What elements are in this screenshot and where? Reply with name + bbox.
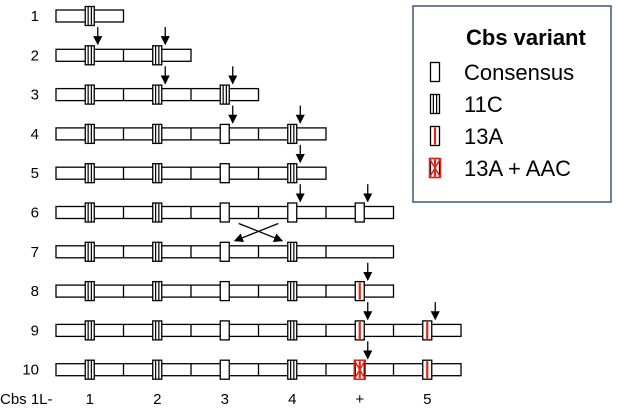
arrows: [93, 27, 440, 360]
marker-11c: [287, 280, 298, 302]
legend-border: [412, 5, 612, 203]
marker-consensus: [219, 241, 230, 262]
marker-11c: [152, 280, 163, 302]
marker-11c: [152, 241, 163, 262]
marker-13a-aac: [353, 359, 366, 380]
row-label: 9: [31, 322, 39, 339]
marker-11c: [84, 280, 95, 302]
legend-item-label: 13A: [464, 124, 503, 149]
x-axis: Cbs 1L- 1 2 3 4 +5: [0, 391, 431, 408]
arrow: [233, 222, 279, 243]
marker-11c: [287, 123, 298, 145]
x-tick-label: 4: [288, 391, 296, 408]
marker-11c: [84, 359, 95, 380]
marker-consensus: [219, 320, 230, 341]
marker-consensus: [219, 359, 230, 380]
marker-11c: [84, 5, 95, 27]
marker-11c: [152, 45, 163, 66]
marker-11c: [84, 202, 95, 223]
row-label: 2: [31, 47, 39, 64]
marker-11c: [429, 93, 441, 115]
construct-row: 9: [31, 320, 462, 341]
marker-13a: [354, 320, 365, 341]
construct-row: 7: [31, 241, 395, 262]
marker-13a-aac: [428, 157, 442, 179]
marker-11c: [152, 163, 163, 184]
marker-11c: [84, 123, 95, 145]
legend-item: 13A + AAC: [428, 156, 571, 181]
legend-item-label: 11C: [464, 92, 503, 117]
marker-consensus: [429, 61, 441, 83]
legend-item-label: 13A + AAC: [464, 156, 571, 181]
marker-11c: [152, 202, 163, 223]
construct-row: 8: [31, 280, 395, 302]
legend-item: Consensus: [429, 60, 574, 85]
legend-item-label: Consensus: [464, 60, 574, 85]
construct-row: 1: [31, 5, 125, 27]
x-tick-label: 5: [423, 391, 431, 408]
legend-item: 11C: [429, 92, 503, 117]
construct-row: 5: [31, 163, 327, 184]
legend-title: Cbs variant: [466, 25, 586, 50]
marker-11c: [84, 320, 95, 341]
x-tick-label: 3: [221, 391, 229, 408]
row-label: 7: [31, 244, 39, 261]
arrow: [238, 222, 284, 243]
construct-row: 2: [31, 45, 192, 66]
construct-row: 3: [31, 84, 260, 105]
legend-item: 13A: [429, 124, 503, 149]
marker-11c: [84, 45, 95, 66]
x-axis-label: Cbs 1L-: [0, 391, 53, 408]
row-label: 8: [31, 283, 39, 300]
x-tick-label: 2: [153, 391, 161, 408]
marker-13a: [422, 359, 433, 380]
construct-row: 6: [31, 202, 395, 223]
row-label: 1: [31, 8, 39, 25]
row-label: 4: [31, 126, 39, 143]
marker-11c: [219, 84, 230, 105]
marker-11c: [84, 241, 95, 262]
construct-row: 4: [31, 123, 327, 145]
row-label: 3: [31, 87, 39, 104]
marker-consensus: [219, 280, 230, 302]
marker-consensus: [287, 202, 298, 223]
marker-11c: [287, 320, 298, 341]
marker-13a: [422, 320, 433, 341]
marker-11c: [152, 359, 163, 380]
marker-11c: [152, 123, 163, 145]
construct-row: 10: [22, 359, 462, 380]
marker-11c: [287, 163, 298, 184]
legend: Cbs variant Consensus 11C 13A 13A + AAC: [412, 5, 612, 203]
construct-rows: 1 2 3 4 5 6 7 8 9 10: [22, 5, 462, 380]
marker-11c: [84, 84, 95, 105]
row-label: 6: [31, 205, 39, 222]
marker-consensus: [354, 202, 365, 223]
marker-consensus: [219, 163, 230, 184]
marker-13a: [429, 125, 441, 147]
marker-11c: [287, 241, 298, 262]
marker-11c: [287, 359, 298, 380]
row-label: 10: [22, 362, 39, 379]
row-label: 5: [31, 165, 39, 182]
marker-11c: [152, 320, 163, 341]
marker-11c: [84, 163, 95, 184]
marker-consensus: [219, 202, 230, 223]
x-tick-label: +: [355, 391, 364, 408]
marker-13a: [354, 280, 365, 302]
marker-11c: [152, 84, 163, 105]
x-tick-label: 1: [86, 391, 94, 408]
marker-consensus: [219, 123, 230, 145]
